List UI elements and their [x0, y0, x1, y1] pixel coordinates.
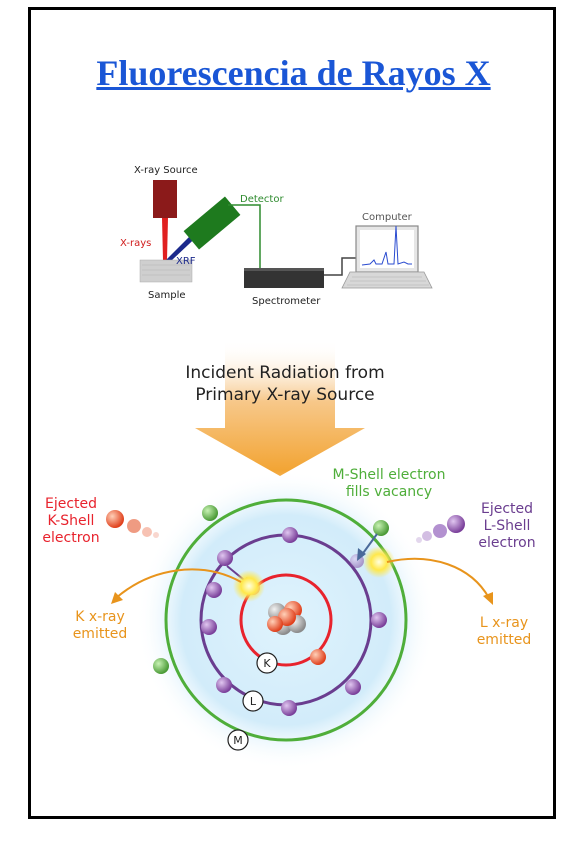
k-xray-emitted-label: K x-ray emitted — [73, 609, 128, 642]
sample-block — [139, 259, 193, 283]
svg-text:K x-ray: K x-ray — [75, 609, 125, 625]
k-shell-marker: K — [256, 652, 278, 674]
label-xray-source: X-ray Source — [134, 165, 198, 176]
svg-text:L x-ray: L x-ray — [480, 615, 528, 631]
svg-text:M: M — [233, 734, 243, 747]
m-shell-marker: M — [227, 729, 249, 751]
xrf-setup-diagram: X-ray Source X-rays Detector XRF Sample … — [120, 165, 433, 307]
svg-text:electron: electron — [478, 535, 535, 551]
svg-text:M-Shell electron: M-Shell electron — [333, 467, 446, 483]
m-shell-fills-label: M-Shell electron fills vacancy — [333, 467, 446, 500]
label-detector: Detector — [240, 194, 284, 205]
incident-line-1: Incident Radiation from — [185, 363, 384, 383]
label-xrf: XRF — [176, 256, 196, 267]
svg-text:L: L — [250, 695, 257, 708]
m-shell-electrons — [153, 505, 389, 674]
nucleus — [267, 601, 306, 635]
page-title-link[interactable]: Fluorescencia de Rayos X — [96, 53, 491, 93]
computer-cable — [324, 257, 360, 276]
svg-text:emitted: emitted — [477, 632, 532, 648]
xray-beam — [162, 218, 168, 260]
svg-text:electron: electron — [42, 530, 99, 546]
ejected-k-label: Ejected K-Shell electron — [42, 496, 99, 546]
l-shell-electrons — [201, 527, 387, 716]
svg-text:L-Shell: L-Shell — [484, 518, 531, 534]
ejected-l-electron — [416, 515, 465, 543]
detector-body — [183, 196, 241, 250]
m-shell-orbit — [164, 498, 408, 742]
svg-text:K-Shell: K-Shell — [48, 513, 95, 529]
label-xrays: X-rays — [120, 238, 151, 249]
detector-wire — [228, 204, 261, 268]
label-computer: Computer — [362, 212, 413, 223]
incident-line-2: Primary X-ray Source — [195, 385, 374, 405]
l-xray-emitted-label: L x-ray emitted — [477, 615, 532, 648]
l-xray-emitted-arrow — [386, 557, 490, 599]
spectrometer-box — [244, 268, 324, 288]
ejected-l-label: Ejected L-Shell electron — [478, 501, 535, 551]
svg-text:emitted: emitted — [73, 626, 128, 642]
l-vacancy-flash — [363, 546, 395, 578]
computer-icon — [341, 225, 433, 289]
k-xray-emitted-arrow — [115, 568, 242, 599]
svg-text:K: K — [263, 657, 271, 670]
ejected-k-electron — [106, 510, 159, 538]
label-sample: Sample — [148, 290, 186, 301]
svg-text:fills vacancy: fills vacancy — [346, 484, 432, 500]
incident-radiation-arrow — [195, 340, 365, 476]
atom-diagram: Incident Radiation from Primary X-ray So… — [42, 340, 536, 770]
k-shell-orbit — [239, 573, 333, 667]
l-shell-marker: L — [242, 690, 264, 712]
svg-text:Ejected: Ejected — [481, 501, 533, 517]
xray-source-box — [153, 180, 177, 218]
label-spectrometer: Spectrometer — [252, 296, 321, 307]
k-vacancy-flash — [233, 570, 265, 602]
svg-text:Ejected: Ejected — [45, 496, 97, 512]
